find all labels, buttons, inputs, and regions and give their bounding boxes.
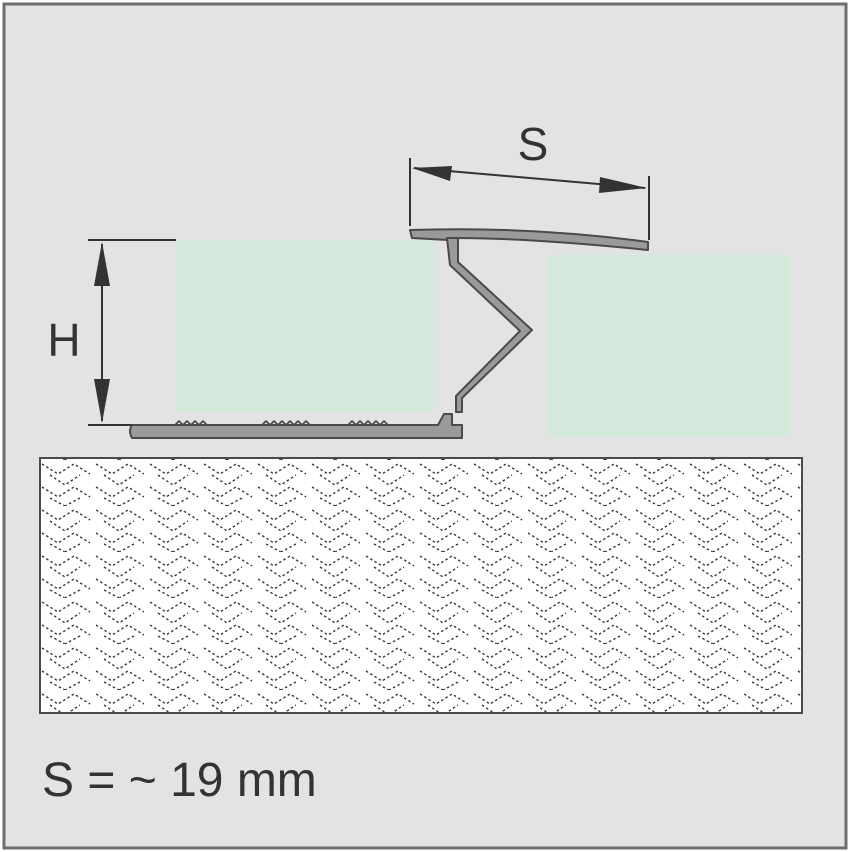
profile-zigzag-body [446,237,533,413]
dimension-s-label: S [518,118,549,170]
left-tile [176,240,434,411]
dimension-h-arrow-bottom [94,379,110,423]
profile-serrations [174,420,389,426]
transition-profile [129,228,649,439]
profile-base-leg [129,413,463,439]
dimension-s-arrow-left [412,166,452,181]
profile-cover-plate [409,228,649,251]
right-tile [548,255,789,437]
substrate-hatch [41,459,801,712]
dimension-s-arrow-right [599,177,647,193]
caption: S = ~ 19 mm [42,754,317,807]
dimension-h-label: H [47,314,80,366]
dimension-h-arrow-top [94,242,110,286]
